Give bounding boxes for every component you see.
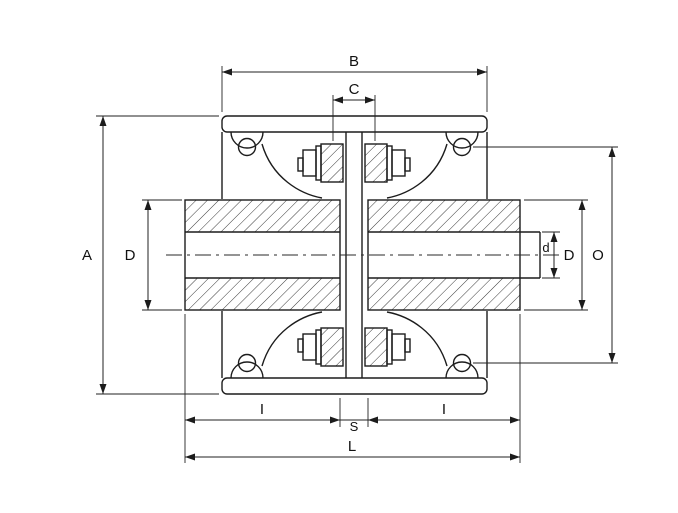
flange-web: [261, 143, 323, 199]
dim-label-I-right: I: [442, 401, 446, 418]
bolt-hole: [452, 353, 472, 373]
washer: [386, 145, 393, 181]
dim-label-L: L: [348, 438, 356, 455]
top-flange-plate: [221, 115, 488, 133]
bolt-nut: [391, 333, 406, 361]
washer: [386, 329, 393, 365]
coupling-geometry: [166, 115, 562, 395]
bolt-hole: [452, 137, 472, 157]
bolt-hole: [237, 353, 257, 373]
dimension-labels: B C A D d D O I S I L: [82, 53, 604, 455]
flange-web: [386, 311, 448, 367]
bolt-lobe: [230, 131, 264, 149]
dim-label-C: C: [349, 81, 360, 98]
dim-label-D-right: D: [564, 247, 575, 264]
section-hatching: [185, 144, 520, 366]
bolt-nut: [391, 149, 406, 177]
bolt-head: [302, 149, 317, 177]
dim-label-I-left: I: [260, 401, 264, 418]
bolt-lobe: [230, 361, 264, 379]
bolt-lobe: [445, 131, 479, 149]
bolt-hole: [237, 137, 257, 157]
washer: [315, 145, 322, 181]
dim-label-A: A: [82, 247, 92, 264]
bolt-head: [302, 333, 317, 361]
dim-label-B: B: [349, 53, 359, 70]
flange-web: [261, 311, 323, 367]
bottom-flange-plate: [221, 377, 488, 395]
dim-label-D-left: D: [125, 247, 136, 264]
dim-label-d: d: [542, 240, 549, 255]
dimension-lines: [99, 68, 616, 461]
bolt-lobe: [445, 361, 479, 379]
dim-label-O: O: [592, 247, 604, 264]
flange-web: [386, 143, 448, 199]
washer: [315, 329, 322, 365]
dim-label-S: S: [350, 419, 359, 434]
